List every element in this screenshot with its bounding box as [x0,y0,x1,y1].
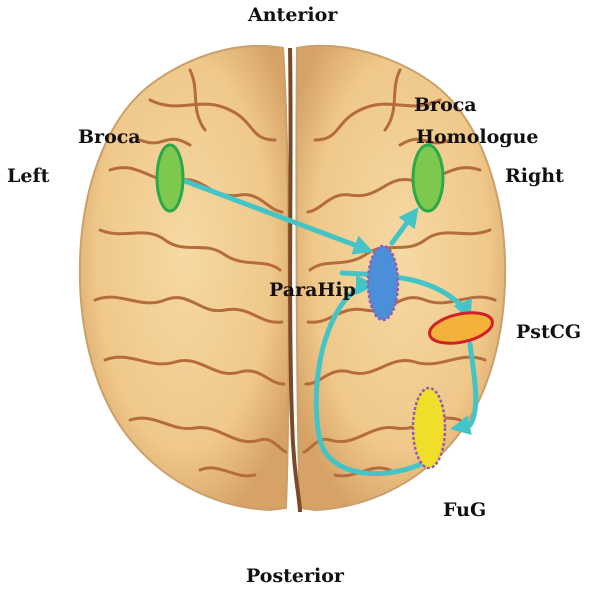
broca-region [157,145,183,211]
label-fug: FuG [443,499,486,521]
parahip-region [368,246,398,320]
label-posterior: Posterior [246,565,344,587]
label-broca: Broca [78,126,141,148]
label-pstcg: PstCG [516,321,581,343]
label-right: Right [505,165,564,187]
label-broca-homologue-line2: Homologue [416,126,538,148]
broca-homologue-region [413,145,443,211]
fug-region [413,388,445,468]
label-anterior: Anterior [248,4,337,26]
label-left: Left [7,165,49,187]
label-broca-homologue-line1: Broca [414,94,477,116]
label-parahip: ParaHip [269,279,356,301]
